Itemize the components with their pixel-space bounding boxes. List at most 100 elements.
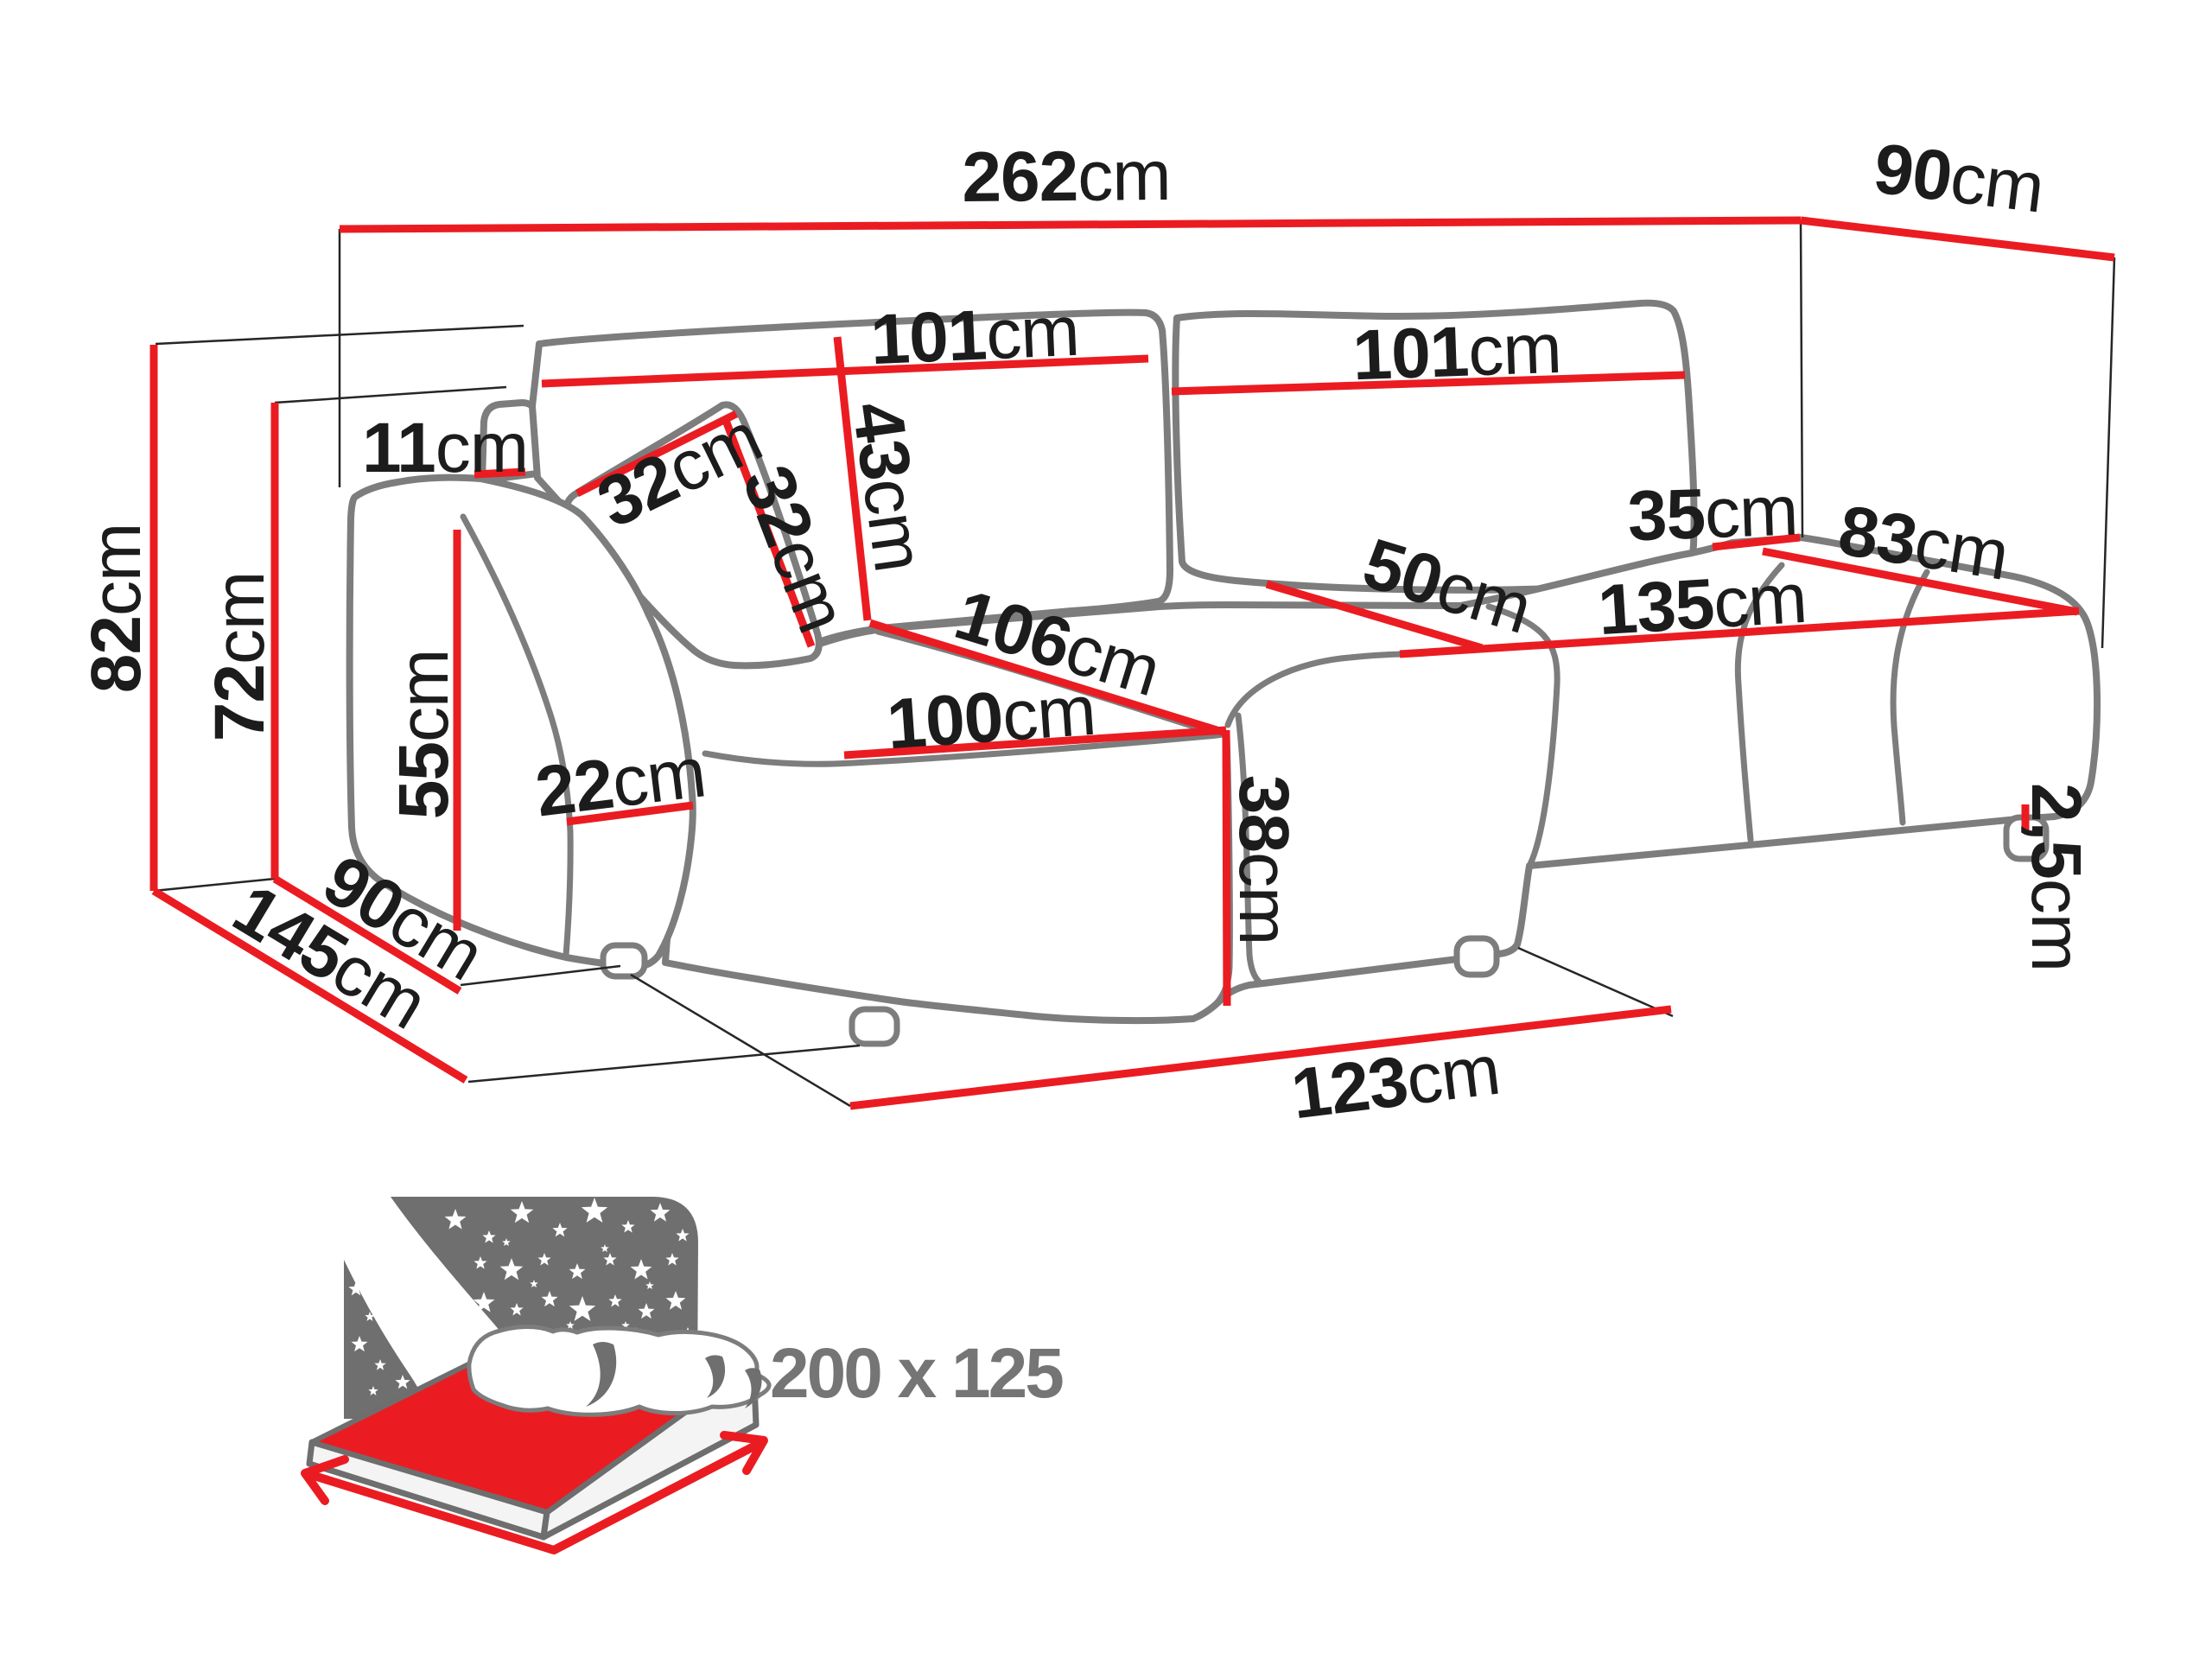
star-icon: [510, 1303, 524, 1316]
dim-unit: cm: [1077, 136, 1171, 215]
dim-line-90-left: [272, 875, 462, 995]
projection-line: [155, 324, 524, 346]
main-front-left-edge: [1235, 712, 1263, 986]
star-icon: [621, 1321, 630, 1329]
foot-icon: [600, 942, 648, 980]
seat-seam-3: [1890, 569, 1930, 826]
dim-label-11cm: 11cm: [362, 409, 528, 487]
dim-value: 35: [1626, 474, 1706, 556]
dim-value: 55: [385, 742, 463, 819]
dim-value: 43: [837, 397, 926, 484]
star-icon: [621, 1220, 635, 1233]
dim-unit: cm: [1910, 503, 2013, 595]
dim-value: 100: [885, 677, 1006, 764]
armrest: [346, 474, 696, 970]
dim-line-22: [566, 801, 694, 826]
dim-line-145: [151, 887, 468, 1084]
dim-line-43: [833, 336, 872, 621]
dim-value: 38: [1225, 775, 1304, 852]
dim-label-38cm: 38cm: [1225, 775, 1304, 945]
star-icon: [473, 1292, 495, 1313]
dim-value: 90: [1870, 129, 1956, 216]
dim-line-100: [843, 726, 1227, 760]
seat-seam-1: [1485, 603, 1560, 868]
dim-unit: cm: [1402, 1030, 1504, 1119]
dim-value: 101: [869, 296, 988, 379]
star-icon: [374, 1359, 386, 1370]
duvet-fold-3: [745, 1368, 762, 1408]
star-icon: [645, 1281, 654, 1289]
dim-value: 262: [962, 137, 1078, 216]
duvet-fold-1: [586, 1342, 617, 1407]
dim-label-72cm: 72cm: [200, 572, 279, 742]
projection-line: [460, 964, 621, 987]
dim-label-35cm: 35cm: [1626, 471, 1799, 556]
star-icon: [368, 1386, 378, 1395]
dim-label-101cm-left: 101cm: [869, 291, 1081, 378]
projection-line: [1799, 219, 1804, 538]
size-arrows: [301, 1431, 768, 1554]
star-icon: [566, 1321, 575, 1329]
dim-value: 2,5: [2018, 783, 2096, 879]
star-icon: [389, 1270, 399, 1280]
dim-unit: cm: [1946, 138, 2048, 227]
sofa-feet: [600, 814, 2050, 1047]
star-icon: [608, 1294, 622, 1307]
star-icon: [638, 1303, 655, 1319]
star-icon: [502, 1238, 511, 1246]
star-icon: [499, 1258, 524, 1281]
projection-line: [1517, 946, 1674, 1018]
star-icon: [676, 1229, 690, 1242]
dim-unit: cm: [849, 474, 939, 576]
dim-line-101-right: [1171, 371, 1686, 396]
dim-label-55cm: 55cm: [385, 650, 463, 820]
star-icon: [569, 1296, 596, 1321]
main-front-edge: [1224, 651, 1405, 728]
dim-label-83cm: 83cm: [1834, 491, 2013, 595]
dim-value: 11: [362, 409, 435, 487]
dim-line-123: [849, 1005, 1672, 1110]
dim-label-262cm: 262cm: [962, 136, 1171, 216]
foot-icon: [849, 1006, 900, 1047]
star-icon: [380, 1305, 391, 1314]
projection-line: [153, 877, 276, 893]
dim-label-25cm: 2,5cm: [2018, 783, 2096, 971]
duvet: [467, 1324, 772, 1417]
dim-value: 72: [200, 664, 279, 741]
star-icon: [482, 1230, 496, 1243]
dim-line-262: [339, 216, 1802, 233]
dim-value: 101: [1351, 312, 1470, 395]
dim-unit: cm: [1711, 558, 1808, 642]
star-icon: [474, 1256, 487, 1269]
duvet-fold-2: [705, 1355, 726, 1398]
star-icon: [541, 1291, 558, 1307]
dim-unit: cm: [1703, 471, 1798, 553]
dim-label-135cm: 135cm: [1596, 558, 1808, 650]
seat-seam-2: [1734, 562, 1785, 843]
star-icon: [603, 1253, 617, 1266]
dim-line-135: [1399, 607, 2080, 658]
dim-unit: cm: [385, 650, 463, 742]
star-icon: [510, 1201, 534, 1224]
dim-line-38: [1222, 729, 1231, 1007]
dim-label-82cm: 82cm: [77, 524, 156, 694]
dim-label-90cm-right: 90cm: [1870, 129, 2048, 227]
projection-line: [274, 385, 507, 404]
star-icon: [365, 1312, 375, 1321]
star-icon: [537, 1253, 551, 1266]
dim-unit: cm: [77, 524, 156, 616]
arrowhead-right-icon: [720, 1431, 768, 1475]
dim-line-83: [1762, 547, 2078, 616]
dim-label-22cm: 22cm: [531, 733, 709, 831]
dim-unit: cm: [2018, 879, 2096, 971]
night-panel-wing: [344, 1260, 432, 1419]
star-icon: [552, 1223, 568, 1237]
star-icon: [530, 1280, 538, 1287]
star-icon: [630, 1259, 652, 1280]
dim-line-106: [868, 619, 1227, 737]
dim-unit: cm: [200, 572, 279, 664]
star-icon: [391, 1339, 401, 1349]
dim-line-101-left: [541, 354, 1149, 388]
star-icon: [351, 1336, 368, 1352]
